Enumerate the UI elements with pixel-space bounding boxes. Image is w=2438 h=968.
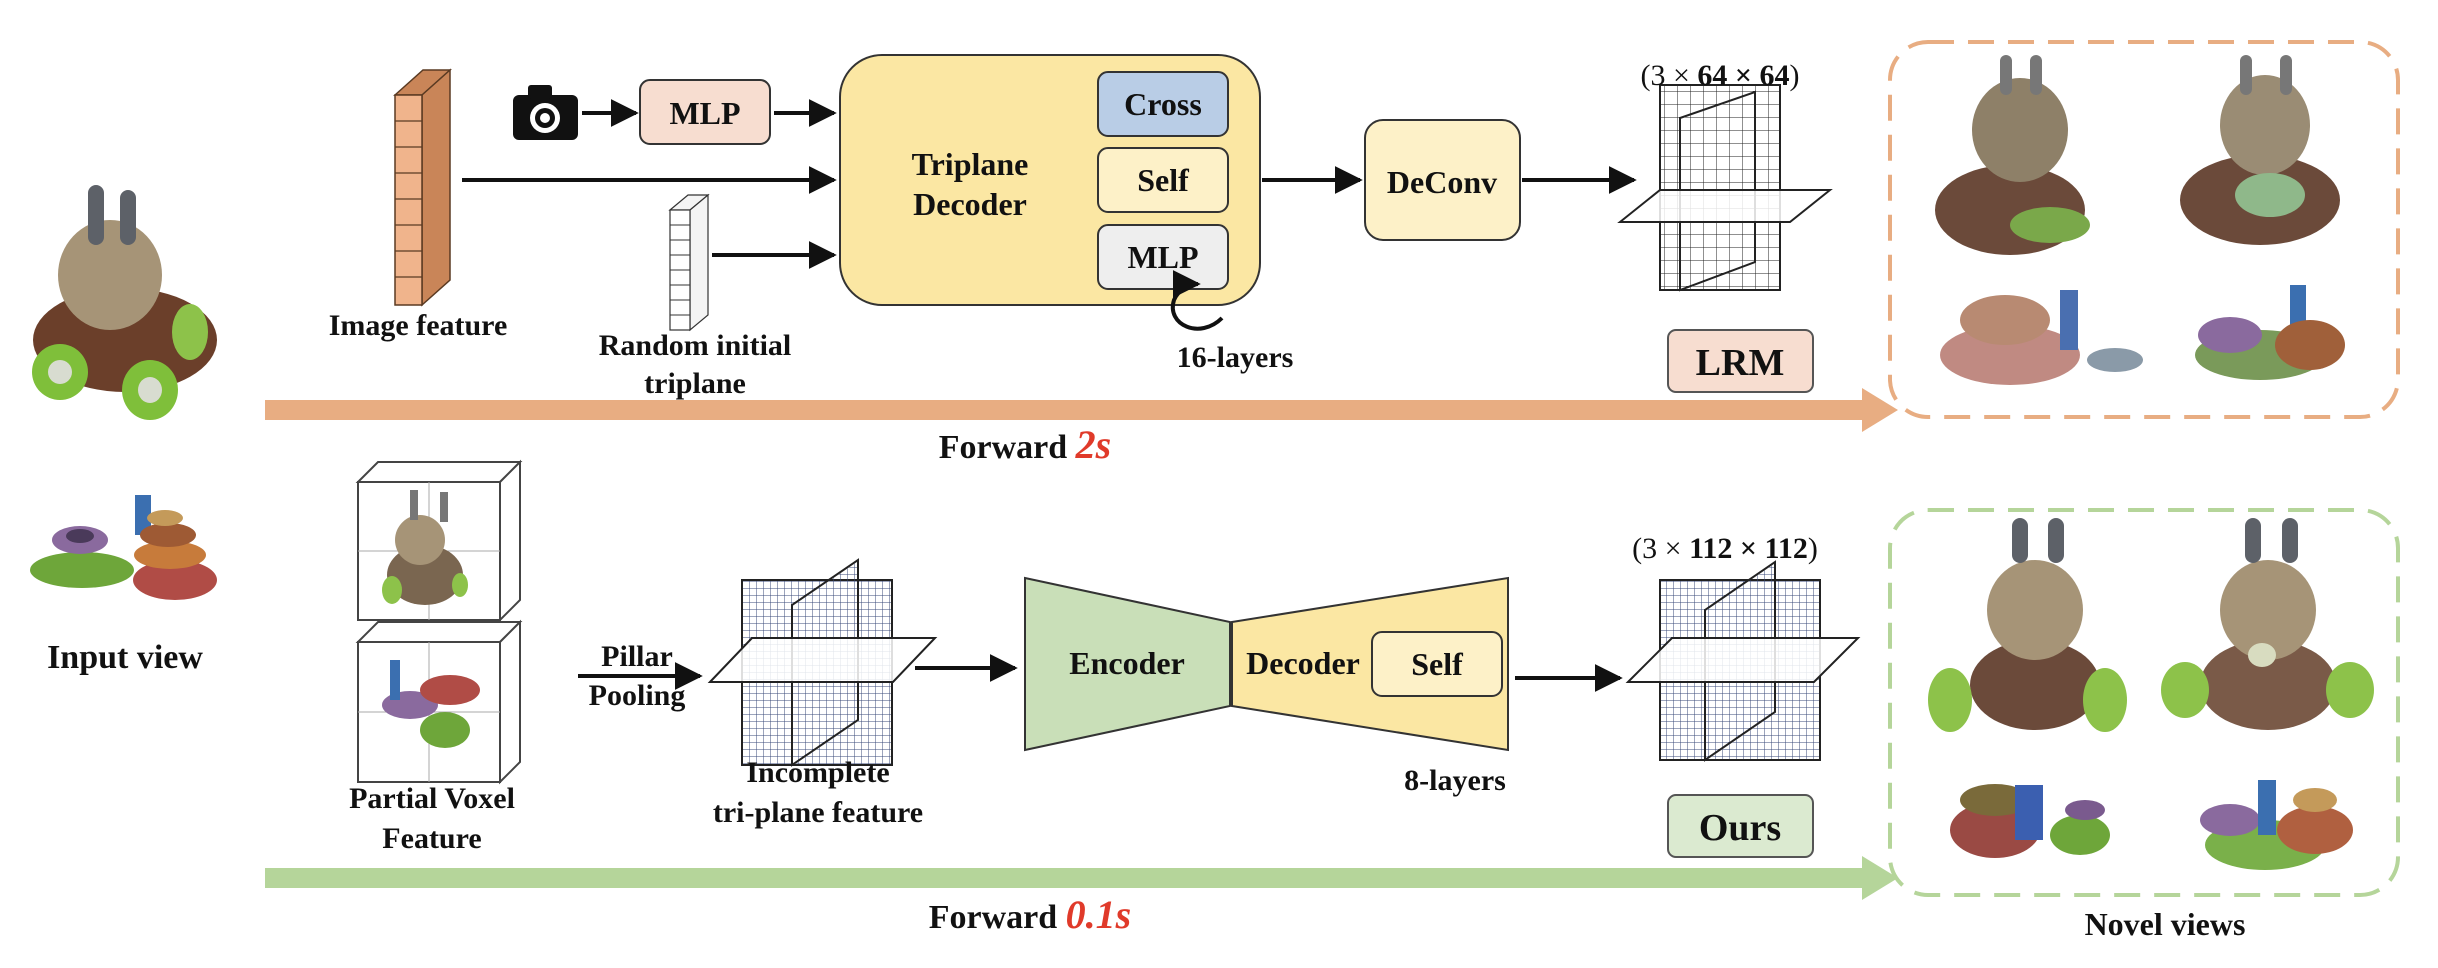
forward-arrow-top bbox=[265, 388, 1898, 432]
cross-label: Cross bbox=[1124, 86, 1202, 122]
lrm-badge bbox=[1667, 329, 1814, 393]
dim-label-bottom: (3 × 112 × 112) bbox=[1632, 532, 1818, 565]
pooling-label: Pooling bbox=[589, 679, 686, 712]
dim-label-top: (3 × 64 × 64) bbox=[1640, 59, 1799, 92]
loop-arrow bbox=[1170, 270, 1224, 331]
mlp-box bbox=[639, 79, 771, 145]
mlp-label: MLP bbox=[669, 95, 740, 131]
novel-view-ours-blocks-1 bbox=[1950, 784, 2110, 858]
input-view-label: Input view bbox=[47, 639, 203, 676]
novel-view-lrm-blocks-1 bbox=[1940, 290, 2143, 385]
ours-label: Ours bbox=[1699, 807, 1781, 849]
input-view-bunny-image bbox=[32, 185, 217, 420]
novel-view-lrm-blocks-2 bbox=[2195, 285, 2345, 380]
novel-view-lrm-bunny-1 bbox=[1935, 55, 2090, 255]
forward-arrow-bottom bbox=[265, 856, 1898, 900]
self-attention-box-top bbox=[1097, 147, 1229, 213]
decoder-block bbox=[1231, 576, 1509, 752]
triplane-output-top bbox=[1617, 84, 1833, 292]
encoder-label: Encoder bbox=[1069, 645, 1185, 681]
self-label-top: Self bbox=[1137, 162, 1189, 198]
mlp-inner-label: MLP bbox=[1127, 239, 1198, 275]
novel-view-ours-blocks-2 bbox=[2200, 780, 2353, 870]
forward-label-bottom: Forward 0.1s bbox=[929, 892, 1132, 937]
decoder-label: Decoder bbox=[1246, 645, 1360, 681]
input-view-blocks-image bbox=[30, 495, 217, 600]
novel-view-lrm-bunny-2 bbox=[2180, 55, 2340, 245]
random-triplane-column bbox=[668, 193, 710, 332]
partial-voxel-cube-top bbox=[355, 459, 523, 623]
triplane-output-bottom bbox=[1625, 560, 1861, 762]
random-initial-label-line1: Random initial bbox=[599, 329, 792, 362]
deconv-box bbox=[1364, 119, 1521, 241]
ours-badge bbox=[1667, 794, 1814, 858]
lrm-label: LRM bbox=[1696, 342, 1785, 384]
partial-voxel-cube-bottom bbox=[355, 619, 523, 785]
novel-views-top-box bbox=[1888, 40, 2400, 419]
random-initial-label-line2: triplane bbox=[644, 367, 746, 400]
camera-icon bbox=[513, 85, 578, 140]
novel-views-label: Novel views bbox=[2085, 906, 2246, 942]
self-attention-box-bottom bbox=[1371, 631, 1503, 697]
triplane-decoder-label-line1: Triplane bbox=[912, 146, 1029, 182]
self-label-bottom: Self bbox=[1411, 646, 1463, 682]
image-feature-label: Image feature bbox=[329, 309, 508, 342]
novel-views-bottom-box bbox=[1888, 508, 2400, 897]
novel-view-ours-bunny-2 bbox=[2161, 518, 2374, 730]
triplane-decoder-label-line2: Decoder bbox=[913, 186, 1027, 222]
novel-view-ours-bunny-1 bbox=[1928, 518, 2127, 732]
partial-voxel-label-line2: Feature bbox=[382, 822, 481, 855]
partial-voxel-label-line1: Partial Voxel bbox=[349, 782, 515, 815]
incomplete-label-line2: tri-plane feature bbox=[713, 796, 923, 829]
incomplete-triplane bbox=[707, 558, 938, 767]
image-feature-column bbox=[393, 68, 452, 307]
layers-label-top: 16-layers bbox=[1177, 341, 1294, 374]
incomplete-label-line1: Incomplete bbox=[746, 756, 889, 789]
forward-label-top: Forward 2s bbox=[939, 422, 1112, 467]
encoder-block bbox=[1024, 576, 1231, 752]
pillar-label: Pillar bbox=[601, 640, 673, 673]
cross-attention-box bbox=[1097, 71, 1229, 137]
deconv-label: DeConv bbox=[1387, 164, 1497, 200]
layers-label-bottom: 8-layers bbox=[1404, 764, 1506, 797]
